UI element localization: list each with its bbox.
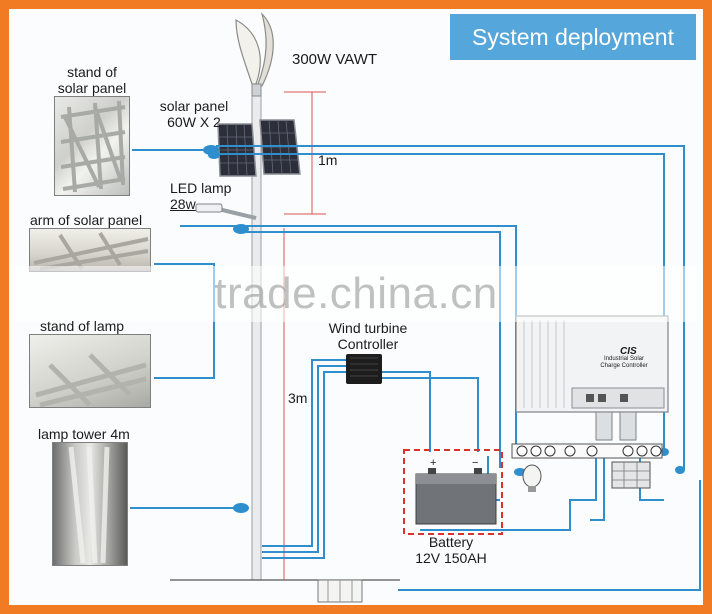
- svg-text:−: −: [472, 457, 478, 469]
- label-solar-panel-line1: solar panel: [159, 98, 229, 114]
- photo-lamp-tower: [52, 442, 128, 566]
- label-one-meter: 1m: [318, 152, 338, 168]
- watermark: trade.china.cn: [214, 269, 498, 318]
- controller-description: Industrial Solar Charge Controller: [582, 356, 666, 370]
- controller-description-line1: Industrial Solar: [603, 356, 645, 362]
- label-stand-of-solar-panel-line2: solar panel: [57, 80, 127, 96]
- photo-stand-of-solar-panel: [54, 96, 130, 196]
- diagram-title: System deployment: [450, 14, 696, 60]
- wiring: [130, 145, 701, 591]
- battery-icon: + −: [403, 449, 503, 535]
- label-wind-controller-line1: Wind turbine: [328, 320, 408, 336]
- label-solar-panel: solar panel 60W X 2: [146, 98, 242, 130]
- solar-panel-icon: [217, 119, 301, 177]
- photo-arm-of-solar-panel: [29, 228, 151, 272]
- label-battery-line2: 12V 150AH: [415, 550, 487, 566]
- watermark-band: [9, 266, 703, 322]
- charge-controller-icon: [515, 315, 669, 441]
- label-led-lamp: LED lamp 28w: [170, 180, 231, 212]
- wind-turbine-icon: [235, 11, 274, 97]
- label-stand-of-lamp: stand of lamp: [40, 318, 125, 334]
- street-lamp-icon: [195, 203, 257, 220]
- label-solar-panel-line2: 60W X 2: [167, 114, 221, 130]
- photo-stand-of-lamp: [29, 334, 151, 408]
- label-led-lamp-line2: 28w: [170, 196, 196, 212]
- svg-text:+: +: [430, 457, 436, 469]
- label-battery: Battery 12V 150AH: [396, 534, 506, 566]
- controller-brand: CIS: [620, 346, 637, 357]
- label-three-meter: 3m: [288, 390, 308, 406]
- lamp-bulb-icon: [522, 464, 542, 492]
- controller-description-line2: Charge Controller: [600, 363, 648, 369]
- terminal-strip: [511, 443, 663, 459]
- label-led-lamp-line1: LED lamp: [170, 180, 232, 196]
- label-vawt: 300W VAWT: [292, 51, 378, 68]
- label-stand-of-solar-panel: stand of solar panel: [40, 64, 144, 96]
- label-wind-controller-line2: Controller: [337, 336, 399, 352]
- label-wind-turbine-controller: Wind turbine Controller: [310, 320, 426, 352]
- label-arm-of-solar-panel: arm of solar panel: [30, 212, 143, 228]
- label-battery-line1: Battery: [428, 534, 474, 550]
- label-lamp-tower: lamp tower 4m: [38, 426, 130, 442]
- ground-light-icon: [317, 579, 363, 603]
- wind-turbine-controller-icon: [346, 354, 382, 384]
- label-stand-of-solar-panel-line1: stand of: [67, 64, 117, 80]
- small-solar-panel-icon: [611, 461, 651, 489]
